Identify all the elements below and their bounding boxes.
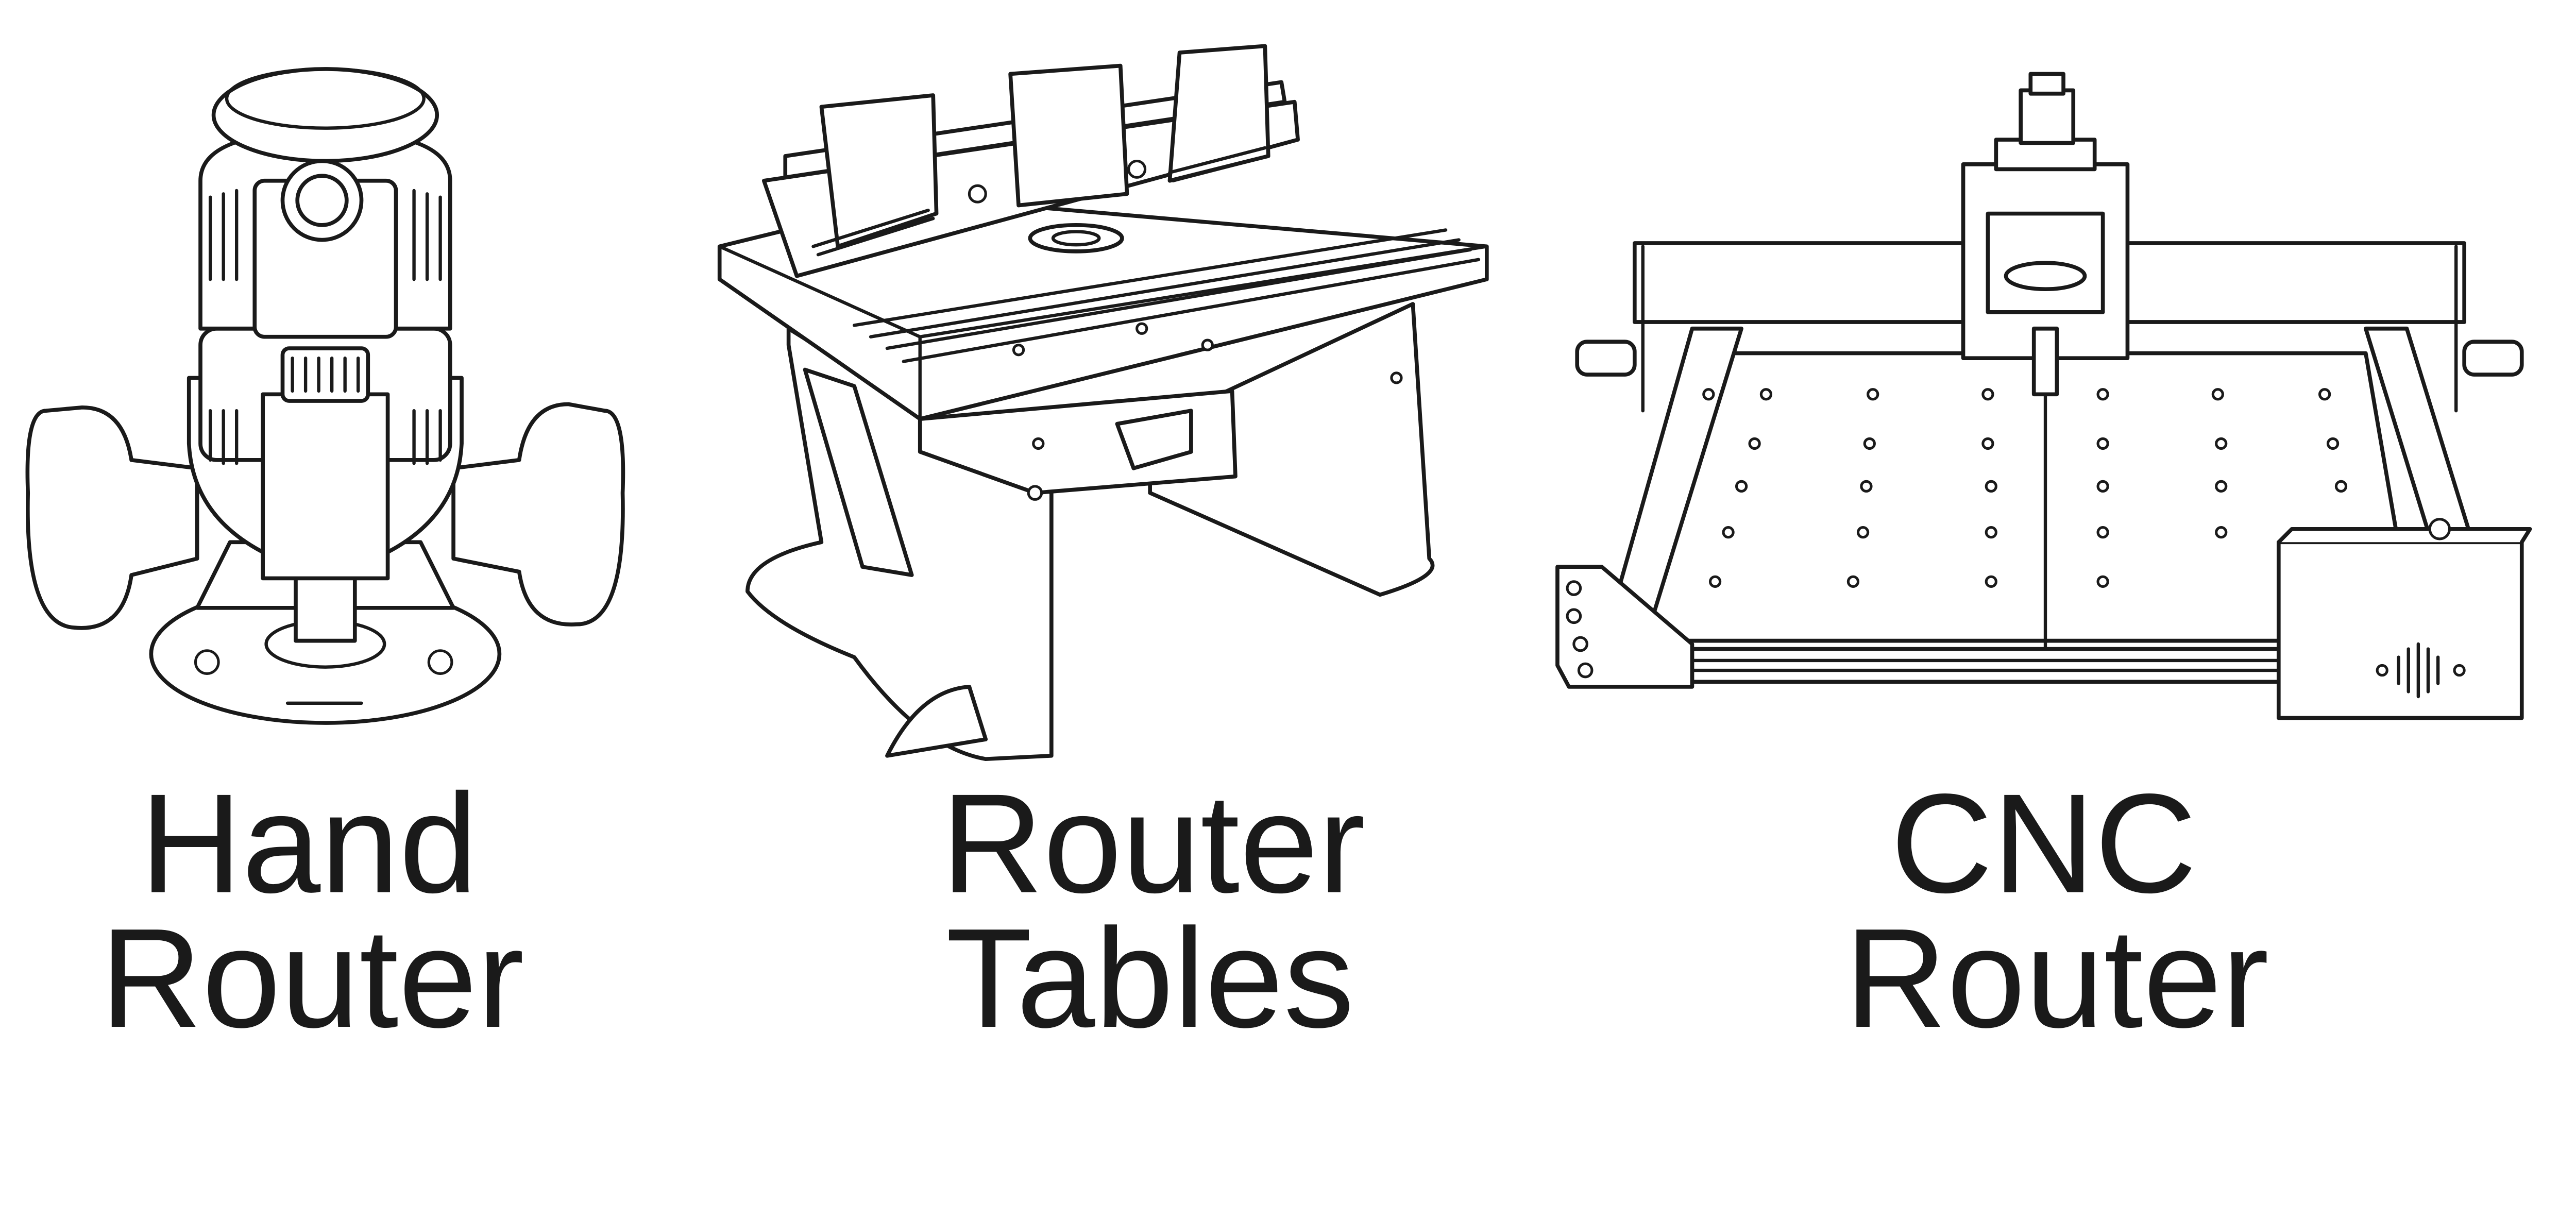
label-router-tables-line1: Router: [941, 765, 1365, 922]
label-hand-router-line2: Router: [100, 900, 524, 1057]
label-cnc-router-line2: Router: [1845, 900, 2269, 1057]
router-table-icon: [717, 44, 1489, 762]
hand-router-icon: [25, 67, 625, 725]
cnc-router-icon: [1555, 72, 2532, 720]
label-router-tables-line2: Tables: [946, 900, 1354, 1057]
label-cnc-router-line1: CNC: [1891, 765, 2197, 922]
router-types-diagram: Hand Router Router Tables CNC Router: [25, 44, 2532, 1057]
mounting-holes: [1708, 388, 2348, 588]
label-hand-router-line1: Hand: [140, 765, 478, 922]
